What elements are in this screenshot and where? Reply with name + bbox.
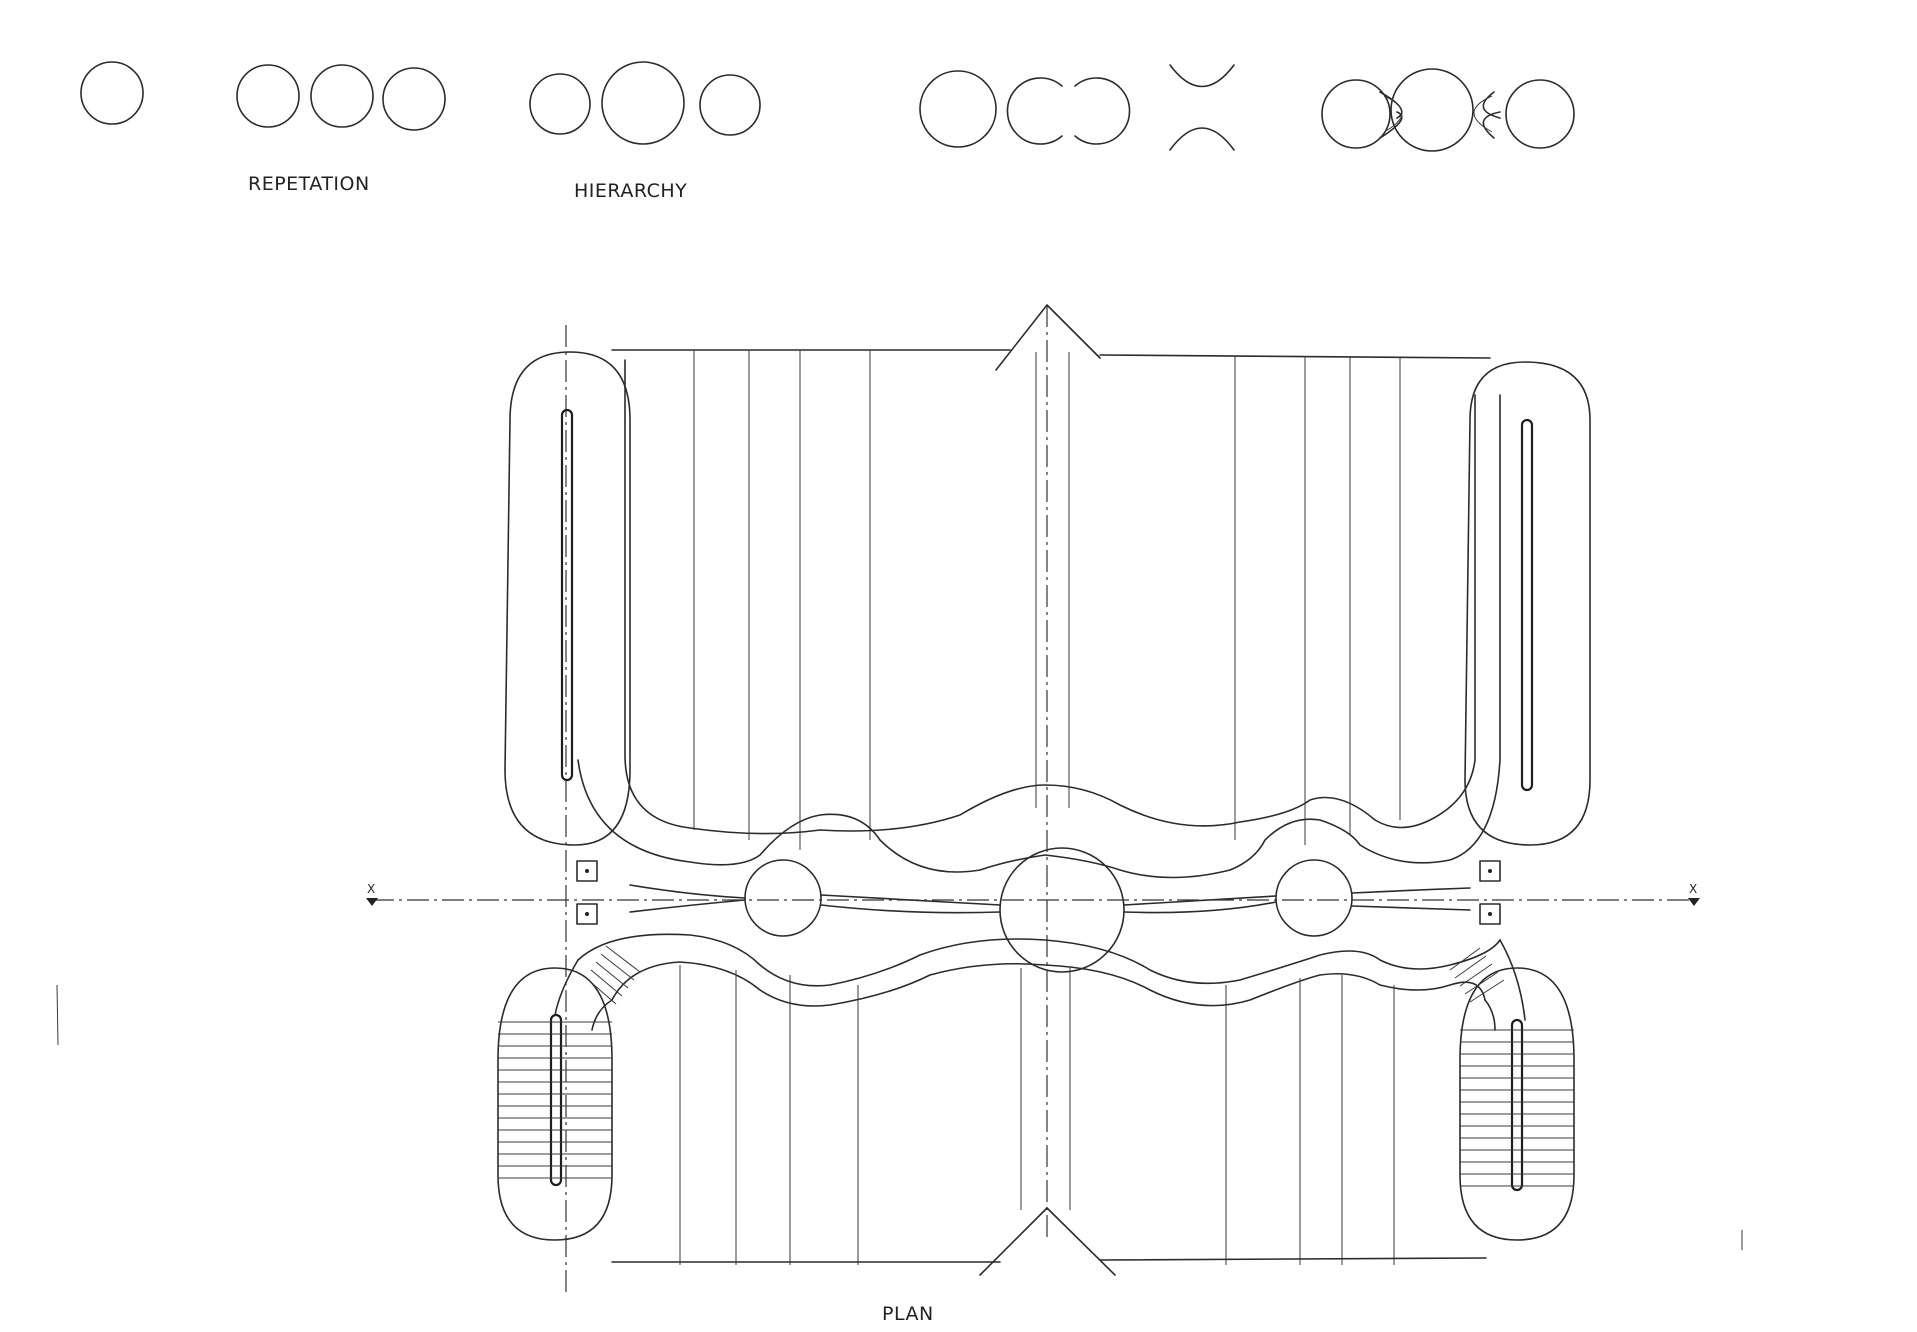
lower-hall	[577, 933, 1501, 1276]
section-line-x: X X	[366, 882, 1700, 906]
node-small-right	[1275, 859, 1353, 937]
node-small-left	[744, 859, 822, 937]
plan-drawing: X X	[366, 304, 1700, 1325]
central-nodes	[629, 847, 1471, 973]
concept-repetation: REPETATION	[236, 64, 446, 195]
hierarchy-label: HIERARCHY	[574, 180, 687, 202]
section-mark-right: X	[1689, 882, 1697, 896]
upper-hall	[577, 304, 1501, 879]
concept-single-circle	[80, 61, 144, 125]
concept-hierarchy: HIERARCHY	[529, 61, 761, 202]
section-mark-left: X	[367, 882, 375, 896]
concept-circle-split	[919, 64, 1235, 151]
stray-marks	[56, 984, 1743, 1250]
node-large-centre	[999, 847, 1125, 973]
right-lower-stair-pavilion	[1449, 939, 1575, 1241]
repetation-label: REPETATION	[248, 173, 370, 195]
right-upper-pavilion	[1464, 361, 1591, 846]
concept-composition	[1321, 68, 1575, 152]
left-lower-stair-pavilion	[497, 945, 641, 1241]
posts	[576, 860, 1501, 925]
plan-title: PLAN	[882, 1303, 934, 1325]
left-upper-pavilion	[504, 351, 631, 846]
